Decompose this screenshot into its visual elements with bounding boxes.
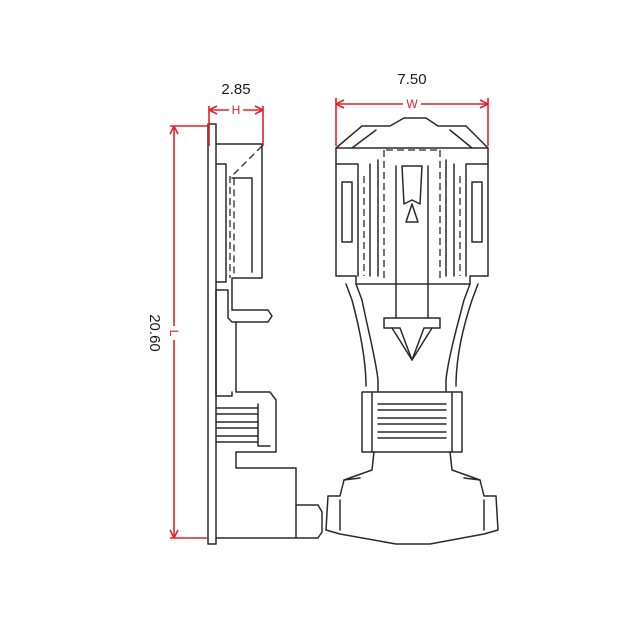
dimension-l: L 20.60 xyxy=(146,125,208,539)
side-view-crimp-ribs xyxy=(215,407,259,443)
dimension-h-letter: H xyxy=(232,103,241,117)
front-view-lance xyxy=(383,317,441,361)
front-view-crimp-band xyxy=(361,391,463,453)
side-view xyxy=(207,123,323,545)
dimension-w-value: 7.50 xyxy=(397,71,426,88)
side-view-plate xyxy=(207,123,217,545)
dimension-h-value: 2.85 xyxy=(221,81,250,98)
dimension-l-letter: L xyxy=(167,330,181,337)
dimension-l-value: 20.60 xyxy=(146,314,163,352)
front-view-hidden-lines xyxy=(363,149,461,282)
side-view-hidden-line xyxy=(229,145,263,278)
front-view-neck xyxy=(355,283,471,393)
front-view-contact-box xyxy=(335,147,489,285)
front-view xyxy=(325,117,499,545)
dimension-h: 2.85 H xyxy=(208,81,264,146)
dimension-w: 7.50 W xyxy=(335,71,489,146)
front-view-tongue xyxy=(401,165,423,205)
front-view-top-cap xyxy=(335,117,489,149)
front-view-crimp-ribs xyxy=(377,403,447,439)
front-view-barrel xyxy=(325,451,499,545)
dimension-w-letter: W xyxy=(406,97,418,111)
side-view-spring-body xyxy=(215,143,273,323)
